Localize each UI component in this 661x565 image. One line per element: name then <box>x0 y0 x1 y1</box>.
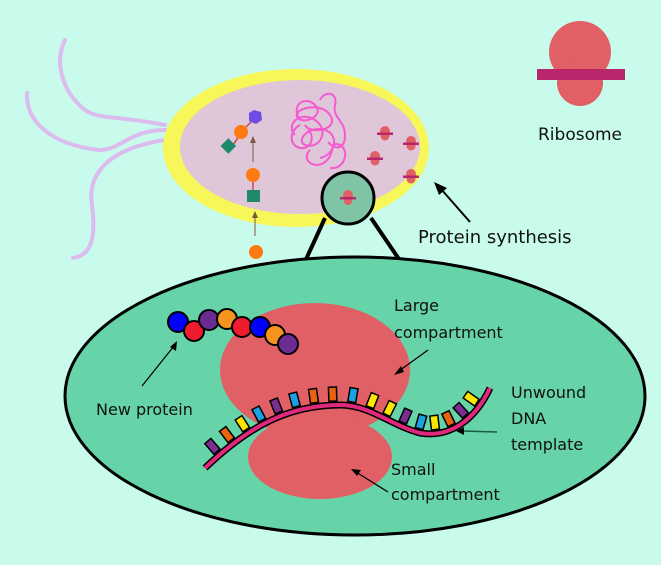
small-compartment-label-line2: compartment <box>391 485 500 504</box>
flagellum-2 <box>24 91 167 153</box>
dna-coil <box>290 92 347 170</box>
dna-base-purple <box>203 437 222 456</box>
dna-base-yellow <box>365 391 380 410</box>
dna-base-purple <box>452 401 470 420</box>
flagellum-3 <box>71 138 167 260</box>
protein-synthesis-label: Protein synthesis <box>418 227 572 248</box>
dna-template-arrow <box>461 430 498 433</box>
amino-acid-circle <box>234 125 248 139</box>
amino-acid-pathway <box>220 110 263 259</box>
ribosome-legend-icon <box>537 21 625 106</box>
amino-acid-circle <box>246 168 260 182</box>
cell-ribosomes <box>367 126 419 184</box>
dna-base-blue <box>346 386 359 404</box>
large-compartment-label-line2: compartment <box>394 323 503 342</box>
protein-synthesis-arrow <box>440 188 471 223</box>
small-compartment <box>248 415 392 499</box>
cell-ribosome <box>403 169 419 184</box>
dna-base-blue <box>414 413 428 431</box>
flagella <box>24 38 167 260</box>
dna-bases <box>203 386 481 456</box>
dna-base-orange <box>218 425 236 444</box>
amino-acid-bead-purple <box>277 333 299 355</box>
small-compartment-label-line1: Small <box>391 460 435 479</box>
flagellum-1 <box>58 38 167 127</box>
cell-ribosome <box>403 136 419 151</box>
amino-acid-hexagon <box>249 110 262 124</box>
magnified-ribosome <box>340 190 356 205</box>
dna-base-yellow <box>382 399 398 418</box>
cell-ribosome <box>367 151 383 166</box>
dna-template-label-line3: template <box>511 435 583 454</box>
dna-base-yellow <box>428 414 441 431</box>
amino-acid-bead-purple <box>198 309 220 331</box>
amino-acid-bead-red <box>183 320 205 342</box>
dna-base-yellow <box>234 414 251 433</box>
new-protein-arrow <box>141 345 175 387</box>
small-compartment-arrow <box>355 471 389 493</box>
new-protein-chain <box>167 308 299 355</box>
dna-base-purple <box>398 407 414 426</box>
amino-acid-square <box>247 190 260 202</box>
large-compartment-arrow <box>398 349 429 372</box>
dna-base-blue <box>250 404 267 424</box>
large-compartment-label-line1: Large <box>394 296 439 315</box>
dna-base-orange <box>307 387 320 405</box>
ribosome-label: Ribosome <box>538 125 622 145</box>
amino-acid-circle <box>249 245 263 259</box>
new-protein-label: New protein <box>96 400 193 419</box>
cell-ribosome <box>377 126 393 141</box>
dna-template-label-line1: Unwound <box>511 383 586 402</box>
dna-base-purple <box>268 396 284 415</box>
dna-base-orange <box>327 386 338 403</box>
dna-base-yellow <box>462 390 481 408</box>
dna-base-orange <box>440 409 457 428</box>
dna-base-blue <box>287 391 302 409</box>
dna-template-label-line2: DNA <box>511 409 546 428</box>
amino-acid-diamond <box>220 138 237 154</box>
